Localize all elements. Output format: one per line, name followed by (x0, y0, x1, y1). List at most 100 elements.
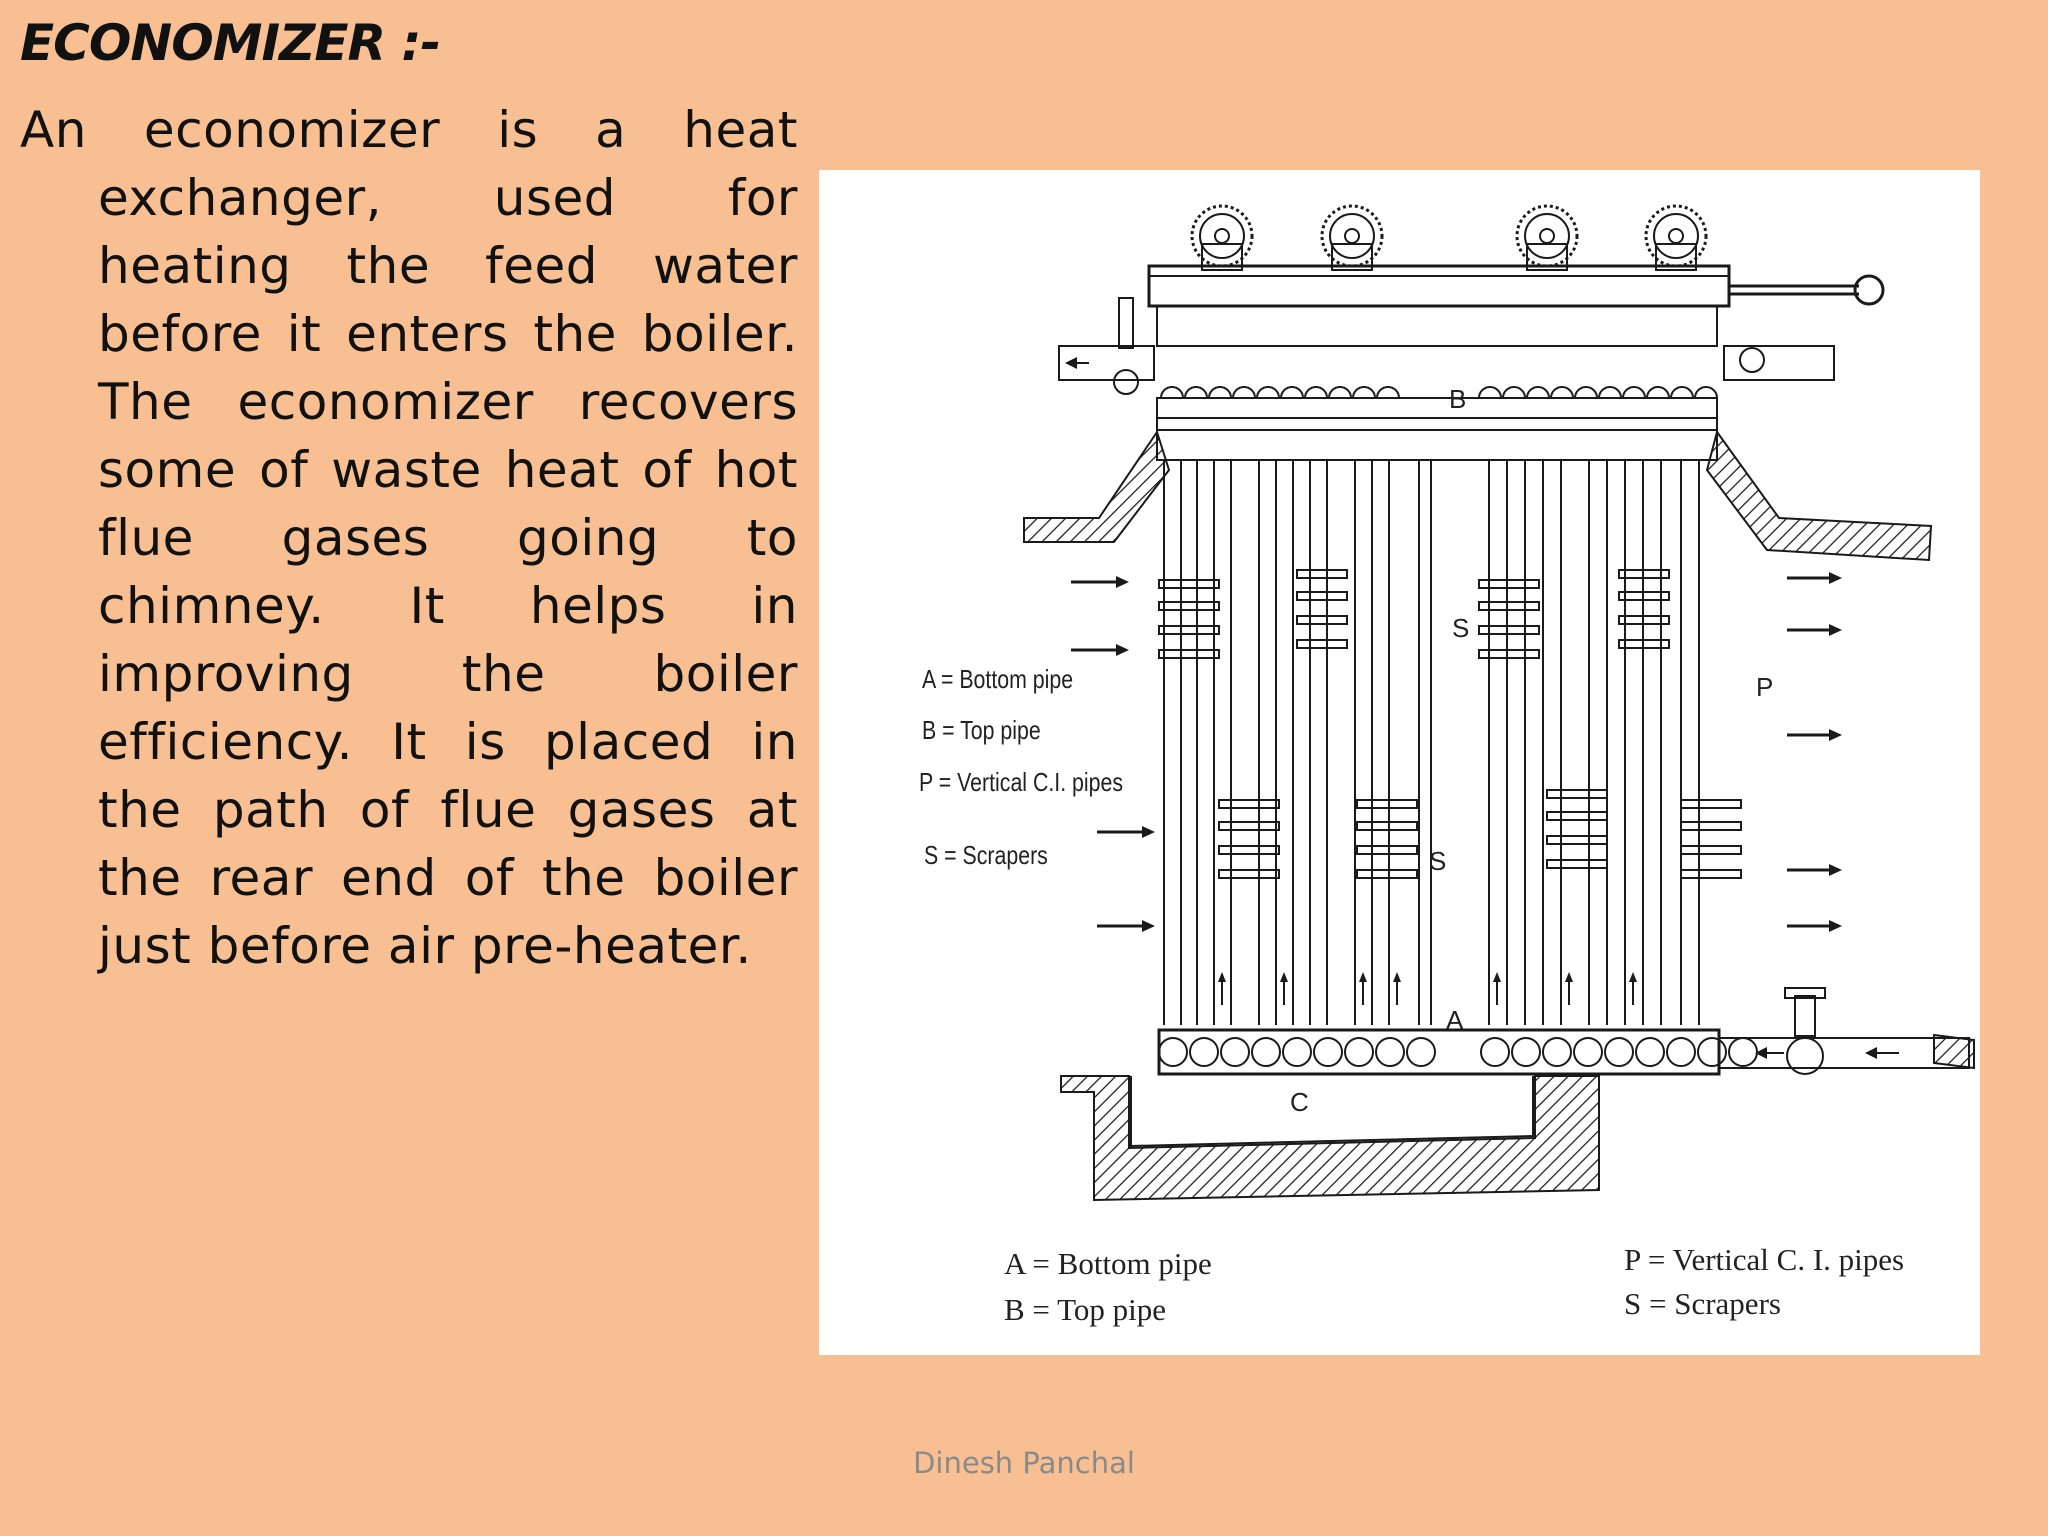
header-arch-right-10 (1694, 386, 1718, 399)
pulley-hub-2 (1329, 213, 1375, 259)
label-letter-c: C (1290, 1087, 1309, 1117)
scraper-lower-3-band-top (1546, 789, 1608, 799)
flue-gas-arrowhead-out-2 (1829, 624, 1842, 636)
outlet-valve-body (1113, 369, 1139, 395)
scraper-upper-3-band-low (1478, 625, 1540, 635)
inlet-pipe-top-right (1723, 345, 1835, 381)
scraper-lower-4-band-low (1680, 845, 1742, 855)
economizer-diagram: B S S A C P A = Bottom pipe B = Top pipe… (819, 170, 1980, 1355)
pulley-hub-4 (1653, 213, 1699, 259)
scraper-lower-1-band-mid (1218, 821, 1280, 831)
casing-wall-right (1705, 429, 1933, 562)
header-arch-left-9 (1352, 386, 1376, 399)
feed-flow-arrowhead-1 (1865, 1047, 1877, 1059)
pulley-bracket-2 (1331, 243, 1373, 271)
header-arch-right-1 (1478, 386, 1502, 399)
pipe-flow-arrowhead-3 (1359, 972, 1367, 982)
outlet-flow-arrowhead (1065, 357, 1077, 369)
scraper-lower-4-band-top (1680, 799, 1742, 809)
scraper-upper-3-band-bottom (1478, 649, 1540, 659)
pulley-wheel-1 (1190, 204, 1254, 268)
feed-flow-arrowhead-2 (1755, 1047, 1767, 1059)
flue-gas-arrowhead-in-3 (1142, 826, 1155, 838)
outlet-pipe-left (1058, 345, 1155, 381)
feed-valve-handle (1784, 987, 1826, 999)
feed-valve-body (1786, 1037, 1824, 1075)
legend-left-top-pipe: B = Top pipe (922, 715, 1041, 745)
scraper-lower-2-band-bottom (1356, 869, 1418, 879)
label-letter-a: A (1446, 1005, 1464, 1035)
scraper-upper-4-band-low (1618, 615, 1670, 625)
header-arch-left-6 (1280, 386, 1304, 399)
header-arch-right-8 (1646, 386, 1670, 399)
label-letter-p: P (1756, 672, 1774, 702)
bottom-pipe-end-right-4 (1573, 1037, 1603, 1067)
drive-handwheel (1853, 274, 1885, 306)
header-arch-left-4 (1232, 386, 1256, 399)
pulley-wheel-4 (1644, 204, 1708, 268)
bottom-pipe-end-right-5 (1604, 1037, 1634, 1067)
bottom-pipe-end-right-7 (1666, 1037, 1696, 1067)
scraper-upper-1-band-bottom (1158, 649, 1220, 659)
legend-left-scrapers: S = Scrapers (924, 840, 1048, 870)
soot-pit-walls (1060, 1075, 1600, 1202)
header-arch-right-9 (1670, 386, 1694, 399)
slide-title: ECONOMIZER :- (20, 14, 441, 72)
pulley-bracket-1 (1201, 243, 1243, 271)
bottom-pipe-end-left-9 (1406, 1037, 1436, 1067)
label-letter-s-upper: S (1452, 613, 1470, 643)
legend-bottom-vertical-pipes: P = Vertical C. I. pipes (1624, 1242, 1905, 1277)
header-arch-right-2 (1502, 386, 1526, 399)
scraper-upper-1-band-low (1158, 625, 1220, 635)
bottom-pipe-end-right-8 (1697, 1037, 1727, 1067)
scraper-upper-4-band-top (1618, 569, 1670, 579)
header-flange-band (1156, 417, 1718, 431)
header-arch-right-3 (1526, 386, 1550, 399)
scraper-upper-2-band-bottom (1296, 639, 1348, 649)
bottom-pipe-end-right-6 (1635, 1037, 1665, 1067)
scraper-lower-4-band-bottom (1680, 869, 1742, 879)
flue-gas-arrowhead-in-1 (1116, 576, 1129, 588)
scraper-upper-4-band-bottom (1618, 639, 1670, 649)
scraper-lower-3-band-bottom (1546, 859, 1608, 869)
scraper-upper-2-band-top (1296, 569, 1348, 579)
scraper-lower-2-band-mid (1356, 821, 1418, 831)
scraper-lower-2-band-top (1356, 799, 1418, 809)
pulley-bracket-3 (1526, 243, 1568, 271)
casing-wall-left (1023, 429, 1171, 543)
flue-gas-arrowhead-out-3 (1829, 729, 1842, 741)
scraper-lower-1-band-bottom (1218, 869, 1280, 879)
bottom-pipe-end-right-9 (1728, 1037, 1758, 1067)
scraper-lower-1-band-low (1218, 845, 1280, 855)
label-letter-s-lower: S (1429, 846, 1447, 876)
header-arch-left-2 (1184, 386, 1208, 399)
bottom-pipe-end-left-5 (1282, 1037, 1312, 1067)
bottom-pipe-end-left-4 (1251, 1037, 1281, 1067)
header-arch-left-5 (1256, 386, 1280, 399)
pulley-wheel-3 (1515, 204, 1579, 268)
bottom-pipe-end-left-8 (1375, 1037, 1405, 1067)
inlet-valve-top-right (1739, 347, 1765, 373)
pulley-wheel-2 (1320, 204, 1384, 268)
pipe-flow-arrowhead-2 (1280, 972, 1288, 982)
scraper-upper-2-band-low (1296, 615, 1348, 625)
pulley-hub-1 (1199, 213, 1245, 259)
flue-gas-arrowhead-in-2 (1116, 644, 1129, 656)
header-arch-right-5 (1574, 386, 1598, 399)
scraper-lower-4-band-mid (1680, 821, 1742, 831)
footer-author: Dinesh Panchal (913, 1446, 1135, 1480)
pipe-flow-arrowhead-1 (1218, 972, 1226, 982)
scraper-upper-1-band-mid (1158, 601, 1220, 611)
header-lower-band (1156, 429, 1718, 461)
slide-body-text: An economizer is a heat exchanger, used … (20, 101, 798, 975)
top-beam (1147, 264, 1731, 308)
label-letter-b: B (1449, 384, 1467, 414)
scraper-lower-3-band-mid (1546, 811, 1608, 821)
bottom-pipe-end-right-2 (1511, 1037, 1541, 1067)
bottom-pipe-end-left-2 (1189, 1037, 1219, 1067)
bottom-pipe-end-left-1 (1158, 1037, 1188, 1067)
header-arch-left-3 (1208, 386, 1232, 399)
scraper-lower-1-band-top (1218, 799, 1280, 809)
header-arch-right-6 (1598, 386, 1622, 399)
